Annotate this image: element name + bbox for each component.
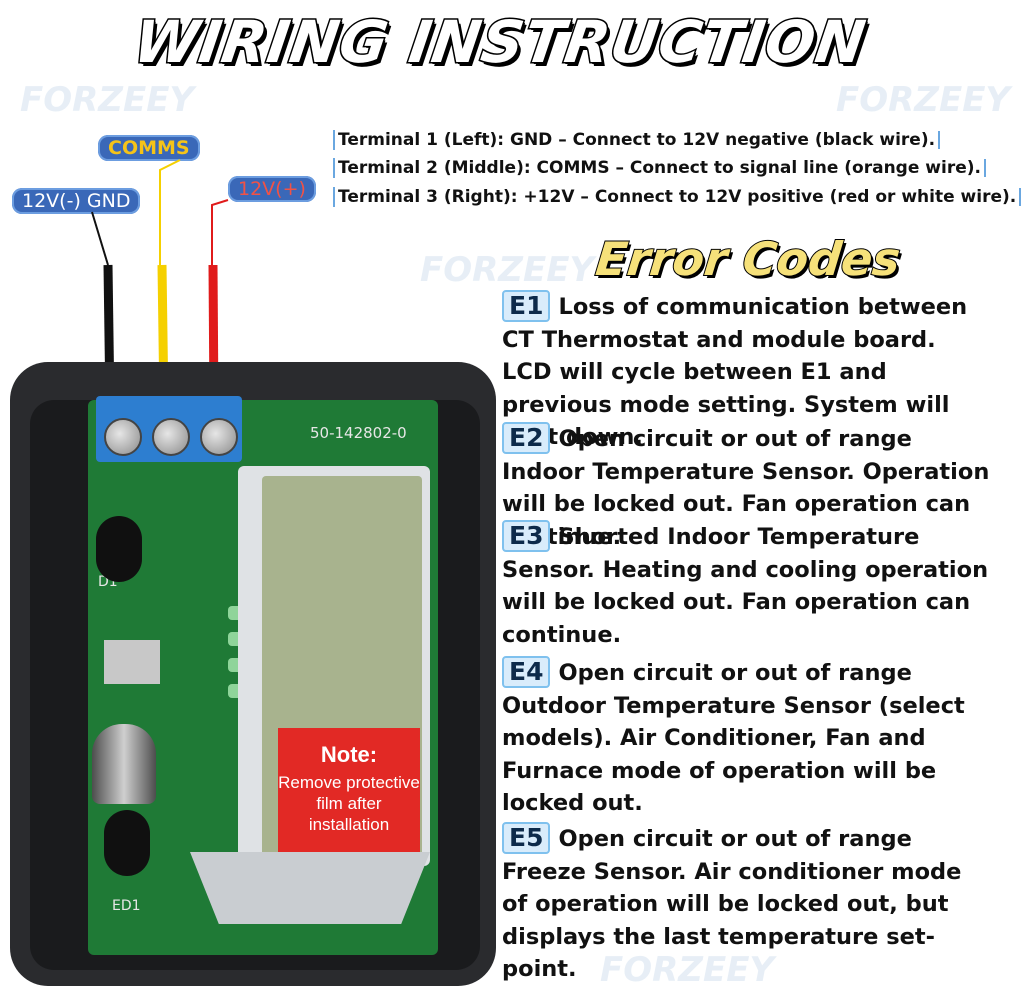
screw-terminal-3	[200, 418, 238, 456]
mount-hole	[96, 516, 142, 582]
screw-terminal-2	[152, 418, 190, 456]
gnd-wire-label: 12V(-) GND	[12, 188, 141, 214]
error-description: Open circuit or out of range Outdoor Tem…	[502, 660, 965, 816]
terminal-1-text: Terminal 1 (Left): GND – Connect to 12V …	[333, 130, 941, 150]
watermark: FORZEEY	[600, 950, 775, 990]
error-badge: E5	[502, 822, 551, 854]
mount-hole	[104, 810, 150, 876]
protective-film-note: Note: Remove protective film after insta…	[278, 728, 420, 868]
screw-terminal-1	[104, 418, 142, 456]
lcd-tab	[190, 852, 430, 924]
watermark: FORZEEY	[20, 80, 195, 120]
error-description: Shorted Indoor Temperature Sensor. Heati…	[502, 524, 989, 648]
error-description: Open circuit or out of range Freeze Sens…	[502, 826, 962, 982]
wire-leaders	[91, 159, 229, 409]
error-badge: E1	[502, 290, 551, 322]
ed1-label: ED1	[112, 898, 141, 914]
error-description: Open circuit or out of range Indoor Temp…	[502, 426, 990, 550]
capacitor	[92, 724, 156, 804]
note-heading: Note:	[320, 742, 378, 767]
comms-wire-label: COMMS	[98, 135, 200, 161]
error-badge: E4	[502, 656, 551, 688]
positive-wire-label: 12V(+)	[228, 176, 316, 202]
regulator	[104, 640, 160, 684]
error-badge: E3	[502, 520, 551, 552]
error-codes-heading: Error Codes	[592, 231, 904, 287]
terminal-2-text: Terminal 2 (Middle): COMMS – Connect to …	[333, 158, 986, 178]
error-badge: E2	[502, 422, 551, 454]
note-body: Remove protective film after installatio…	[278, 773, 420, 834]
watermark: FORZEEY	[420, 250, 595, 290]
watermark: FORZEEY	[836, 80, 1011, 120]
terminal-3-text: Terminal 3 (Right): +12V – Connect to 12…	[333, 187, 1021, 207]
error-description: Loss of communication between CT Thermos…	[502, 294, 968, 450]
part-number: 50-142802-0	[310, 424, 407, 442]
